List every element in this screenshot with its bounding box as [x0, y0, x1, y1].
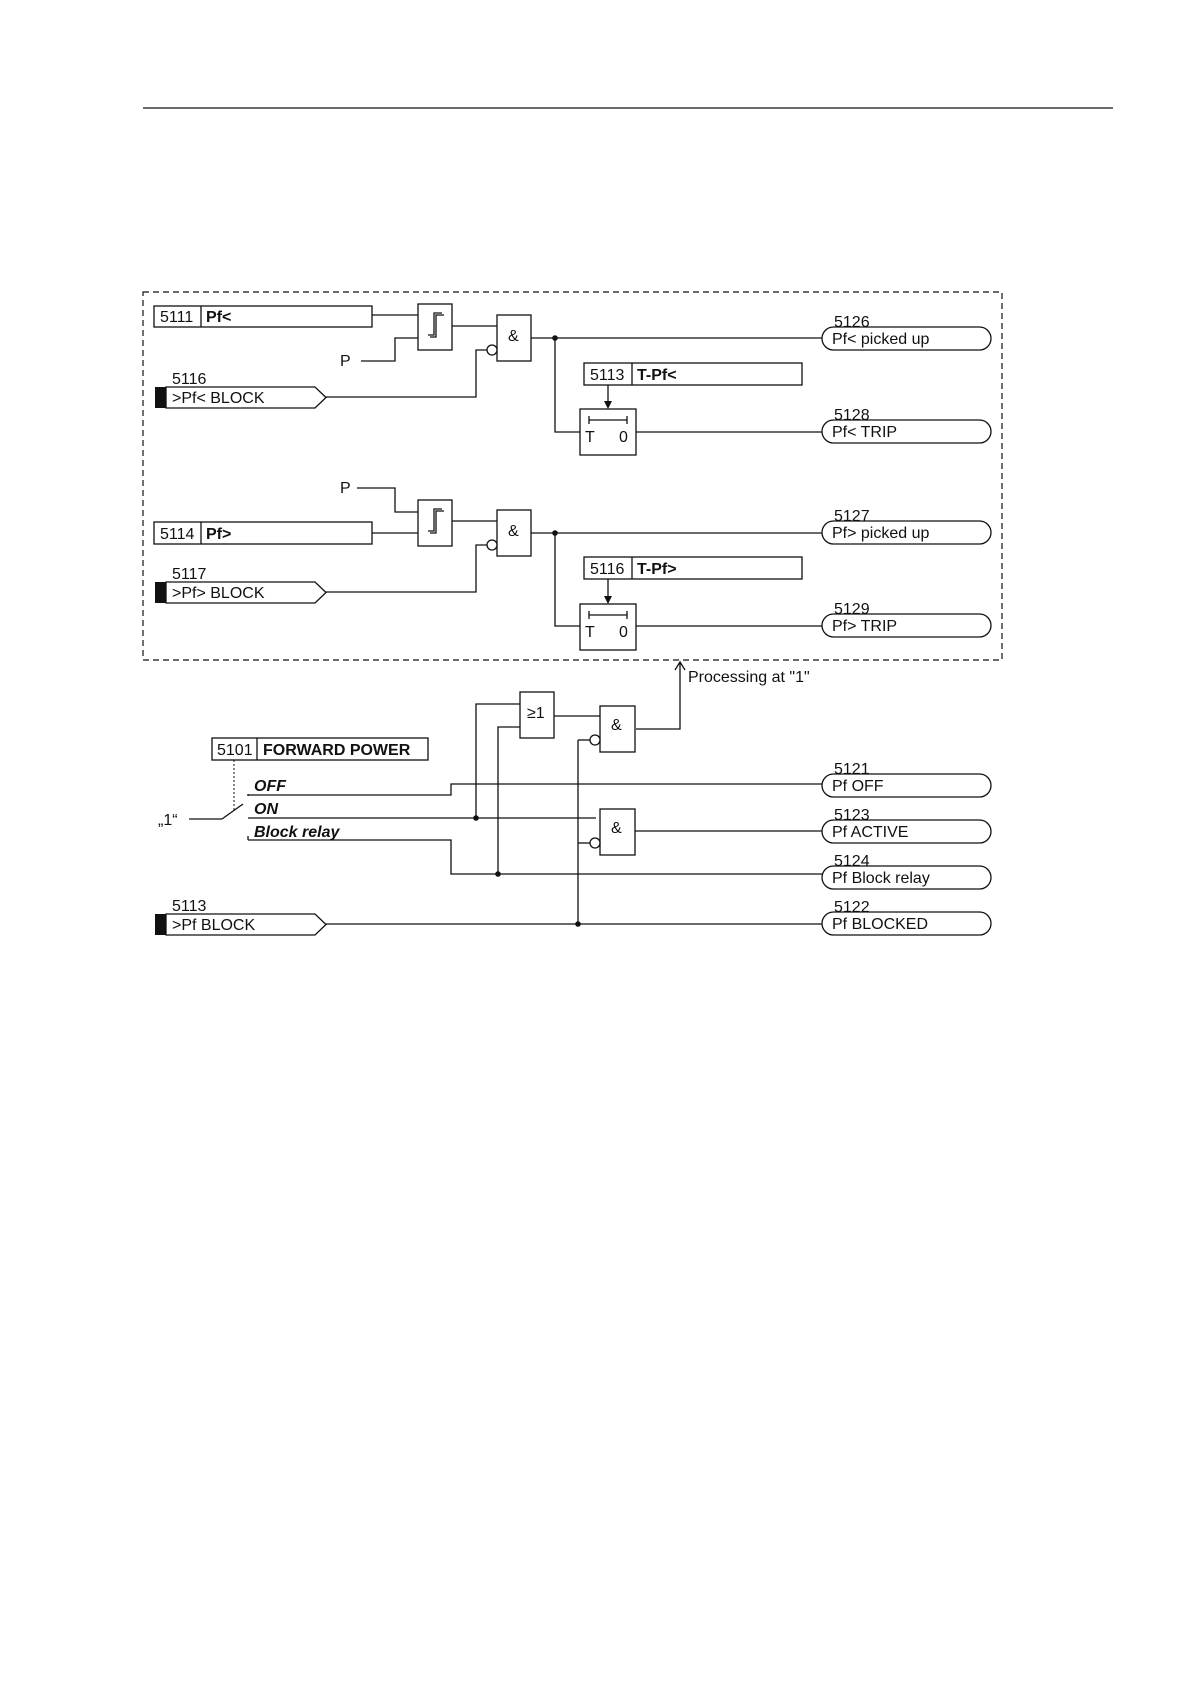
timer-pf-under: T 0 — [580, 409, 636, 455]
gate-symbol: & — [611, 717, 622, 734]
setting-id: 5101 — [217, 742, 253, 759]
threshold-block-2 — [418, 500, 452, 546]
input-name: >Pf BLOCK — [172, 917, 255, 934]
setting-name: FORWARD POWER — [263, 742, 411, 759]
output-5128: 5128 Pf< TRIP — [822, 407, 991, 443]
output-name: Pf< picked up — [832, 331, 930, 348]
output-name: Pf Block relay — [832, 870, 930, 887]
switch-position-on: ON — [254, 801, 278, 818]
power-input-label: P — [340, 353, 351, 370]
binary-input-5113: 5113 >Pf BLOCK — [155, 898, 326, 935]
switch-position-block-relay: Block relay — [254, 824, 340, 841]
binary-input-5116: 5116 >Pf< BLOCK — [155, 371, 326, 408]
input-id: 5117 — [172, 566, 207, 583]
or-gate: ≥1 — [520, 692, 554, 738]
output-5129: 5129 Pf> TRIP — [822, 601, 991, 637]
output-5127: 5127 Pf> picked up — [822, 508, 991, 544]
setting-id: 5113 — [590, 367, 625, 384]
timer-t: T — [585, 624, 595, 641]
output-name: Pf> picked up — [832, 525, 930, 542]
output-name: Pf BLOCKED — [832, 916, 928, 933]
gate-symbol: & — [508, 328, 519, 345]
and-gate-enable: & — [590, 706, 635, 752]
wire — [498, 727, 520, 874]
setting-5101: 5101 FORWARD POWER — [212, 738, 428, 760]
output-name: Pf ACTIVE — [832, 824, 908, 841]
output-name: Pf OFF — [832, 778, 884, 795]
timer-zero: 0 — [619, 624, 628, 641]
wire — [248, 784, 822, 795]
setting-name: Pf< — [206, 309, 231, 326]
switch-position-off: OFF — [254, 778, 287, 795]
setting-name: T-Pf< — [637, 367, 677, 384]
arrow — [604, 401, 612, 409]
wire — [248, 840, 822, 874]
setting-5111: 5111 Pf< — [154, 306, 372, 327]
timer-zero: 0 — [619, 429, 628, 446]
setting-5113: 5113 T-Pf< — [584, 363, 802, 385]
switch-blade — [222, 804, 243, 819]
wire — [357, 488, 418, 512]
setting-5114: 5114 Pf> — [154, 522, 372, 544]
wire — [361, 338, 418, 361]
output-5121: 5121 Pf OFF — [822, 761, 991, 797]
wire — [555, 533, 580, 626]
gate-symbol: & — [611, 820, 622, 837]
gate-symbol: ≥1 — [527, 705, 545, 722]
switch-source: „1“ — [158, 812, 178, 829]
output-5122: 5122 Pf BLOCKED — [822, 899, 991, 935]
setting-id: 5111 — [160, 309, 193, 326]
input-name: >Pf< BLOCK — [172, 390, 265, 407]
output-5124: 5124 Pf Block relay — [822, 853, 991, 889]
and-gate-pf-over: & — [487, 510, 531, 556]
wire — [555, 338, 580, 432]
output-5123: 5123 Pf ACTIVE — [822, 807, 991, 843]
binary-input-5117: 5117 >Pf> BLOCK — [155, 566, 326, 603]
processing-label: Processing at "1" — [688, 669, 810, 686]
output-name: Pf< TRIP — [832, 424, 897, 441]
timer-t: T — [585, 429, 595, 446]
output-5126: 5126 Pf< picked up — [822, 314, 991, 350]
input-id: 5113 — [172, 898, 207, 915]
output-name: Pf> TRIP — [832, 618, 897, 635]
arrow — [604, 596, 612, 604]
power-input-label: P — [340, 480, 351, 497]
gate-symbol: & — [508, 523, 519, 540]
setting-5116: 5116 T-Pf> — [584, 557, 802, 579]
and-gate-pf-under: & — [487, 315, 531, 361]
timer-pf-over: T 0 — [580, 604, 636, 650]
setting-name: Pf> — [206, 526, 231, 543]
processing-arrow — [636, 662, 680, 729]
threshold-block-1 — [418, 304, 452, 350]
input-name: >Pf> BLOCK — [172, 585, 265, 602]
setting-id: 5114 — [160, 526, 195, 543]
and-gate-active: & — [590, 809, 635, 855]
wire — [326, 545, 487, 592]
setting-id: 5116 — [590, 561, 625, 578]
input-id: 5116 — [172, 371, 207, 388]
setting-name: T-Pf> — [637, 561, 677, 578]
